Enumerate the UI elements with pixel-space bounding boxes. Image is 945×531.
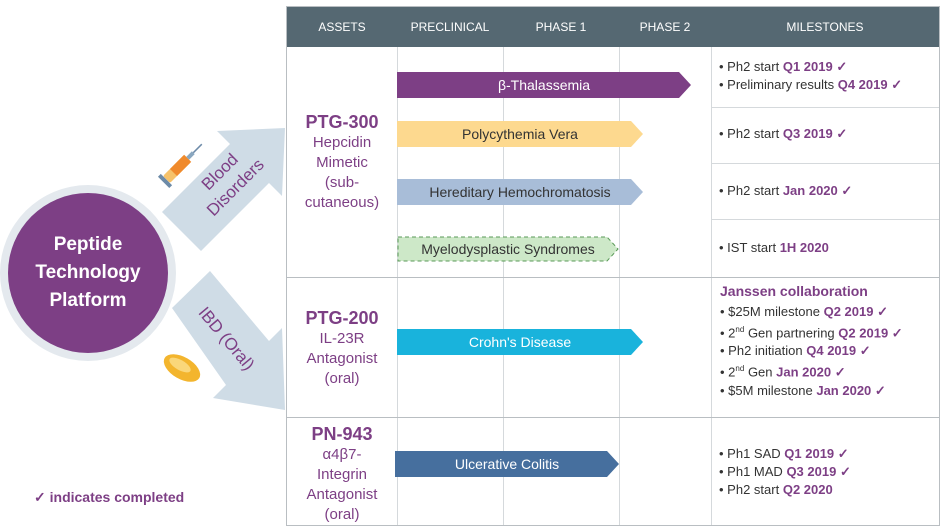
bar-shape [397,236,619,262]
check-icon: ✓ [836,59,848,74]
milestone-item: • Ph2 initiation Q4 2019 ✓ [720,343,871,359]
bar-shape [395,451,619,477]
asset-ptg-300: PTG-300 Hepcidin Mimetic (sub- cutaneous… [304,112,380,211]
syringe-icon [157,143,203,189]
milestone-item: • IST start 1H 2020 [719,240,829,255]
milestones-myelodysplastic-syndromes: • IST start 1H 2020 [719,239,829,257]
ibd-oral-arrow [172,271,285,410]
program-bar-polycythemia-vera: Polycythemia Vera [397,121,643,147]
program-bar-ulcerative-colitis: Ulcerative Colitis [395,451,619,477]
header-assets: ASSETS [318,20,366,34]
program-bar-hereditary-hemochromatosis: Hereditary Hemochromatosis [397,179,643,205]
milestone-item: • 2nd Gen partnering Q2 2019 ✓ [720,325,903,341]
pathway-arrows [162,128,285,410]
header-preclinical: PRECLINICAL [410,20,490,34]
program-bar-crohns-disease: Crohn's Disease [397,329,643,355]
milestone-item: • Ph2 start Q2 2020 [719,482,833,497]
milestone-item: • Preliminary results Q4 2019 ✓ [719,77,903,92]
check-icon: ✓ [891,325,903,341]
asset-ptg-200: PTG-200 IL-23R Antagonist (oral) [305,308,379,387]
janssen-collaboration-title: Janssen collaboration [720,283,868,299]
header-milestones: MILESTONES [786,20,864,34]
check-icon: ✓ [874,382,886,398]
check-icon: ✓ [841,183,853,198]
check-icon: ✓ [837,446,849,461]
bar-shape [397,121,643,147]
milestone-item: • Ph2 start Q3 2019 ✓ [719,126,848,141]
program-bar-beta-thalassemia: β-Thalassemia [397,72,691,98]
program-bar-myelodysplastic-syndromes: Myelodysplastic Syndromes [397,236,619,262]
milestones-janssen: Janssen collaboration • $25M milestone Q… [720,282,903,400]
milestone-item: • Ph1 MAD Q3 2019 ✓ [719,464,851,479]
legend-completed: ✓ indicates completed [34,489,185,505]
pipeline-table: ASSETS PRECLINICAL PHASE 1 PHASE 2 MILES… [286,6,940,526]
pill-icon [163,354,201,382]
milestones-polycythemia-vera: • Ph2 start Q3 2019 ✓ [719,125,847,143]
bar-shape [397,72,691,98]
bar-shape [397,179,643,205]
header-phase1: PHASE 1 [535,20,587,34]
milestone-item: • $5M milestone Jan 2020 ✓ [720,382,886,398]
milestones-pn-943: • Ph1 SAD Q1 2019 ✓ • Ph1 MAD Q3 2019 ✓ … [719,445,851,499]
peptide-technology-platform: Peptide Technology Platform [8,193,168,353]
milestone-item: • Ph1 SAD Q1 2019 ✓ [719,446,849,461]
milestone-item: • $25M milestone Q2 2019 ✓ [720,304,888,319]
milestone-item: • Ph2 start Q1 2019 ✓ [719,59,848,74]
table-header: ASSETS PRECLINICAL PHASE 1 PHASE 2 MILES… [287,7,939,47]
check-icon: ✓ [859,343,871,359]
check-icon: ✓ [877,304,888,319]
milestones-hereditary-hemochromatosis: • Ph2 start Jan 2020 ✓ [719,182,852,200]
check-icon: ✓ [34,489,46,505]
asset-pn-943: PN-943 α4β7- Integrin Antagonist (oral) [306,424,378,523]
check-icon: ✓ [891,77,903,92]
header-phase2: PHASE 2 [639,20,691,34]
check-icon: ✓ [836,126,848,141]
check-icon: ✓ [839,464,851,479]
milestone-item: • 2nd Gen Jan 2020 ✓ [720,364,846,380]
check-icon: ✓ [834,364,846,380]
milestone-item: • Ph2 start Jan 2020 ✓ [719,183,853,198]
blood-disorders-arrow [162,128,285,251]
milestones-beta-thalassemia: • Ph2 start Q1 2019 ✓ • Preliminary resu… [719,58,902,94]
bar-shape [397,329,643,355]
